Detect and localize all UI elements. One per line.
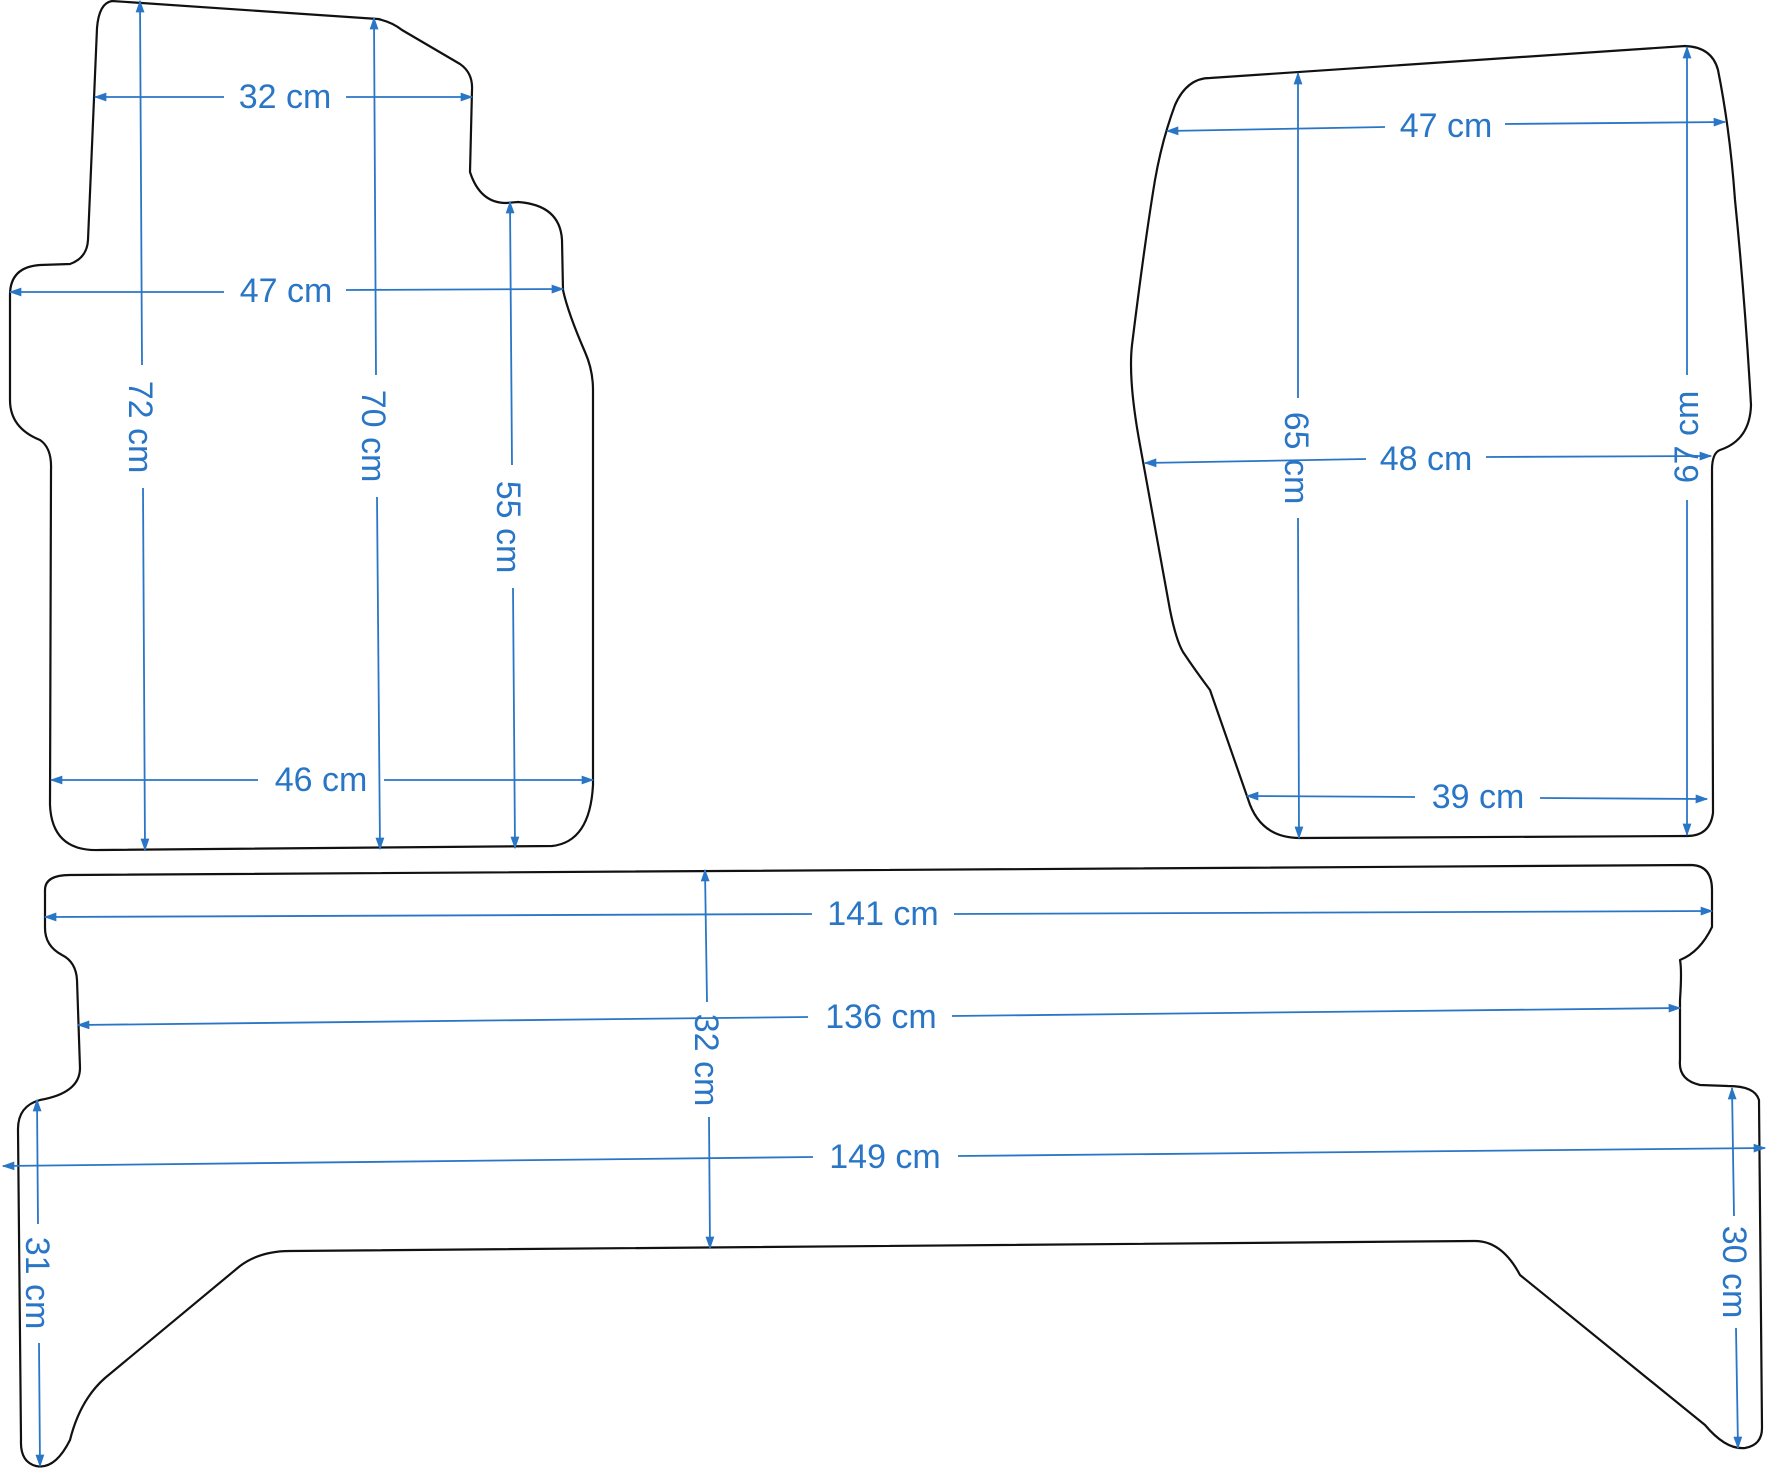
- rear-width-middle-label: 136 cm: [825, 998, 937, 1036]
- fl-height-center-line-top: [369, 16, 379, 376]
- fl-height-center-line-bottom: [375, 496, 385, 851]
- rear-mat-dimensions: 141 cm 136 cm 149 cm 32 cm 31 cm 30 cm: [1, 868, 1767, 1468]
- fl-height-right-line-top: [505, 200, 515, 466]
- fr-width-bottom-line-right: [1539, 794, 1709, 804]
- rear-height-right-line-bottom: [1733, 1327, 1743, 1450]
- fr-height-right-label: 67 cm: [1668, 391, 1706, 484]
- rear-height-left-line-top: [32, 1098, 42, 1225]
- front-left-mat-dimensions: 32 cm 47 cm 46 cm 72 cm 70 cm 55 cm: [8, 0, 595, 852]
- rear-width-bottom-line-left: [1, 1156, 814, 1171]
- fl-height-left-line-top: [135, 0, 145, 366]
- fl-height-right-line-bottom: [510, 587, 520, 850]
- fr-height-center-line-bottom: [1294, 517, 1304, 840]
- rear-height-left-label: 31 cm: [18, 1237, 56, 1330]
- rear-height-left-line-bottom: [35, 1342, 45, 1468]
- front-right-mat-outline: [1129, 44, 1753, 840]
- fr-width-middle-label: 48 cm: [1380, 440, 1473, 478]
- fl-width-top-label: 32 cm: [239, 78, 332, 116]
- rear-mat-outline: [16, 863, 1764, 1468]
- rear-height-right-line-top: [1727, 1086, 1737, 1217]
- front-right-mat-dimensions: 47 cm 48 cm 39 cm 65 cm 67 cm: [1143, 45, 1727, 840]
- fl-width-middle-label: 47 cm: [240, 272, 333, 310]
- fr-width-top-line-right: [1504, 117, 1727, 127]
- fr-width-top-label: 47 cm: [1400, 107, 1493, 145]
- fl-height-left-label: 72 cm: [121, 381, 159, 474]
- fr-width-bottom-line-left: [1245, 791, 1416, 801]
- fr-height-center-label: 65 cm: [1277, 412, 1315, 505]
- front-left-mat-outline: [8, 0, 595, 852]
- rear-width-top-line-left: [43, 912, 813, 922]
- rear-height-center-line-bottom: [705, 1116, 715, 1250]
- fl-width-bottom-label: 46 cm: [275, 761, 368, 799]
- fr-width-bottom-label: 39 cm: [1432, 778, 1525, 816]
- fr-width-middle-line-left: [1143, 458, 1367, 468]
- fr-width-middle-line-right: [1485, 451, 1713, 461]
- fl-width-middle-line-right: [345, 284, 565, 294]
- rear-width-bottom-line-right: [957, 1143, 1767, 1157]
- rear-width-middle-line-left: [76, 1016, 809, 1030]
- rear-height-right-label: 30 cm: [1715, 1226, 1753, 1319]
- rear-width-top-line-right: [953, 906, 1714, 916]
- rear-width-bottom-label: 149 cm: [829, 1138, 941, 1176]
- fr-width-top-line-left: [1165, 126, 1386, 136]
- rear-height-center-line-top: [700, 868, 710, 1003]
- rear-width-middle-line-right: [951, 1003, 1682, 1017]
- rear-height-center-label: 32 cm: [687, 1014, 725, 1107]
- fl-height-left-line-bottom: [140, 487, 150, 852]
- rear-width-top-label: 141 cm: [827, 895, 939, 933]
- fl-height-center-label: 70 cm: [354, 390, 392, 483]
- fl-height-right-label: 55 cm: [489, 481, 527, 574]
